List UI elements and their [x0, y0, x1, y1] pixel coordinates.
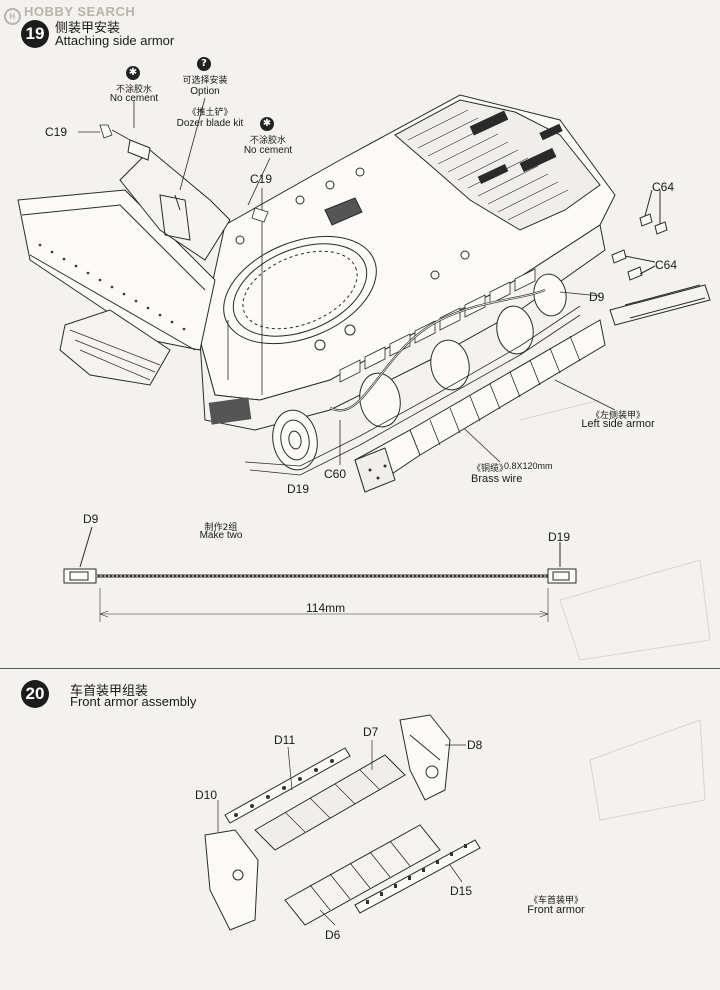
part-label-c64-top: C64: [652, 180, 675, 194]
part-label-d6: D6: [325, 928, 341, 942]
part-label-c19-mid: C19: [250, 172, 273, 186]
no-cement-2-label-en: No cement: [243, 145, 293, 156]
step-divider: [0, 668, 720, 669]
watermark-text: HOBBY SEARCH: [24, 4, 136, 19]
no-cement-2-label-zh: 不涂胶水: [249, 136, 286, 146]
front-armor-label-zh: 《车首装甲》: [528, 896, 583, 906]
left-armor-label-en: Left side armor: [581, 418, 655, 430]
left-armor-label-zh: 《左侧装甲》: [590, 411, 645, 421]
make-two-label-zh: 制作2组: [204, 523, 238, 533]
step-20-title-zh: 车首装甲组装: [70, 684, 149, 699]
cable-length-label: 114mm: [306, 601, 346, 615]
part-label-d11: D11: [274, 733, 296, 747]
brass-wire-spec: 0.8X120mm: [504, 461, 553, 471]
part-label-c64-bottom: C64: [655, 258, 678, 272]
part-label-c19-left: C19: [45, 125, 68, 139]
cable-end-label-d19: D19: [548, 530, 571, 544]
brass-wire-label-zh: 《铜缆》: [472, 464, 509, 474]
step-19-title-en: Attaching side armor: [55, 33, 175, 48]
part-label-c60: C60: [324, 467, 347, 481]
part-label-d8: D8: [467, 738, 483, 752]
cable-detail-drawing: [63, 526, 577, 622]
brass-wire-label-en: Brass wire: [471, 473, 523, 485]
step-19-title-zh: 侧装甲安装: [55, 21, 121, 36]
option-label-zh: 可选择安装: [182, 76, 228, 86]
option-label-en: Option: [190, 86, 220, 97]
part-label-d7: D7: [363, 725, 379, 739]
part-label-d9: D9: [589, 290, 605, 304]
no-cement-label-en: No cement: [109, 93, 159, 104]
step-19-badge: 19: [21, 20, 49, 48]
background-ghost-lines: [519, 399, 711, 821]
step-19-leader-lines: [78, 97, 616, 465]
dozer-label-en: Dozer blade kit: [176, 118, 244, 129]
part-label-d15: D15: [450, 884, 473, 898]
no-cement-label-zh: 不涂胶水: [115, 85, 152, 95]
no-cement-icon: ✱: [260, 117, 274, 131]
step-20-badge: 20: [21, 680, 49, 708]
cable-end-label-d9: D9: [83, 512, 99, 526]
left-side-armor-drawing: [354, 319, 606, 493]
make-two-label-en: Make two: [199, 530, 243, 541]
part-label-d10: D10: [195, 788, 218, 802]
front-armor-drawing: [204, 714, 481, 931]
question-mark-icon: ?: [197, 57, 211, 71]
part-label-d19: D19: [287, 482, 310, 496]
dozer-label-zh: 《推土铲》: [187, 108, 233, 118]
no-cement-icon: ✱: [126, 66, 140, 80]
tank-hull-drawing: [199, 94, 711, 476]
hobby-search-logo-icon: H: [4, 8, 21, 25]
step-20-title-en: Front armor assembly: [70, 694, 197, 709]
dozer-blade-drawing: [17, 139, 231, 386]
front-armor-label-en: Front armor: [527, 904, 585, 916]
